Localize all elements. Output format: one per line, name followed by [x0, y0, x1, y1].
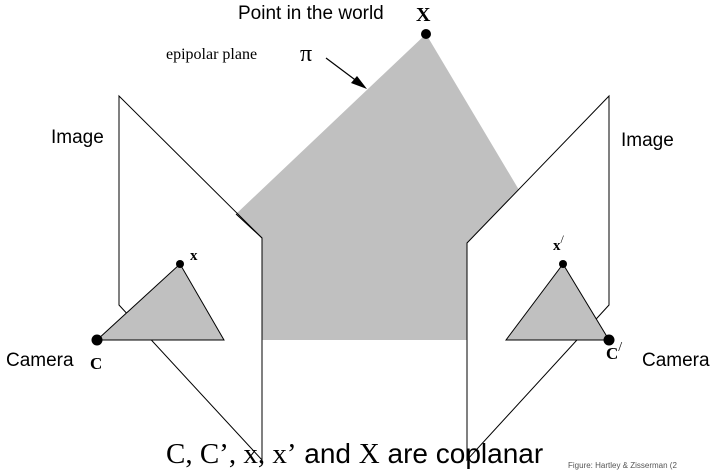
epipolar-plane-region [236, 34, 519, 340]
left-image-label: Image [51, 127, 104, 148]
C-prime-base: C [606, 344, 619, 363]
camera-center-C-prime-label: C/ [606, 341, 622, 363]
figure-credit: Figure: Hartley & Zisserman (2 [568, 461, 677, 470]
epipolar-plane-label: epipolar plane [166, 46, 258, 63]
image-point-x-label: x [190, 248, 198, 264]
left-camera-triangle [95, 263, 225, 341]
image-point-x-dot [176, 260, 184, 268]
world-point-symbol: X [416, 4, 431, 26]
world-point-X-dot [421, 29, 431, 39]
right-image-label: Image [621, 130, 674, 151]
left-image-plane [118, 94, 263, 462]
camera-center-C-dot [91, 334, 103, 346]
x-prime-mark: / [560, 232, 564, 246]
pi-symbol: π [300, 41, 313, 67]
caption-points: C, C’, x, x’ [166, 438, 297, 470]
camera-center-C-prime-dot [603, 334, 615, 346]
right-camera-label: Camera [642, 350, 710, 371]
x-prime-base: x [553, 238, 561, 254]
left-plane-occluded-edge [235, 213, 263, 239]
left-camera-label: Camera [6, 350, 74, 371]
image-point-x-prime-label: x/ [553, 233, 564, 254]
right-camera-triangle [505, 263, 610, 341]
caption-and: and [296, 438, 359, 469]
C-prime-mark: / [618, 340, 623, 355]
caption-X: X [358, 438, 380, 470]
epipolar-plane-arrow-head [351, 76, 367, 89]
camera-center-C-label: C [90, 354, 103, 373]
caption-coplanar: are coplanar [379, 438, 544, 469]
image-point-x-prime-dot [559, 260, 567, 268]
right-image-plane [466, 94, 610, 462]
coplanarity-caption: C, C’, x, x’ and X are coplanar [166, 440, 543, 469]
world-point-label: Point in the world [238, 3, 384, 24]
epipolar-plane-arrow-shaft [325, 57, 359, 83]
